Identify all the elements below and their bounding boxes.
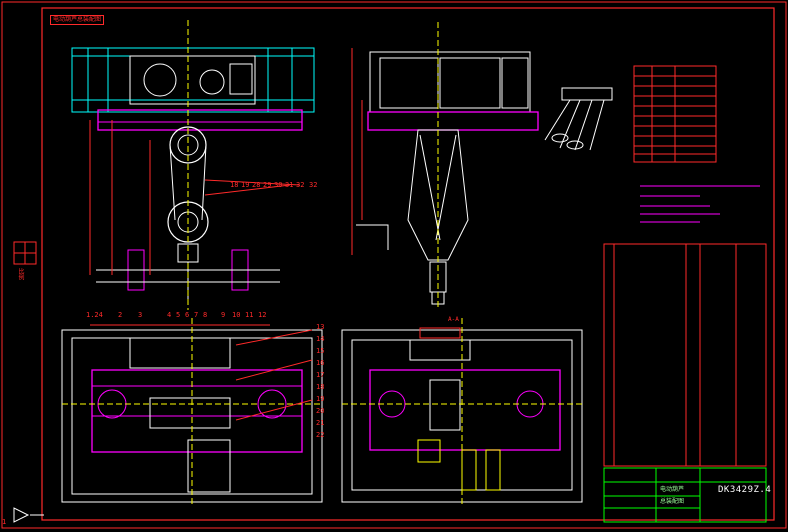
hook-detail-sketch[interactable] bbox=[544, 87, 613, 151]
callout-9: 9 bbox=[221, 311, 226, 319]
scale-side-label: 比例 bbox=[17, 268, 24, 280]
callout-18b: 18 bbox=[316, 383, 325, 391]
frame-callout-1: 1 bbox=[2, 518, 7, 526]
callout-14: 14 bbox=[316, 335, 325, 343]
callout-18: 18 bbox=[230, 181, 239, 189]
callout-32b: 32 bbox=[309, 181, 318, 189]
callout-16: 16 bbox=[316, 359, 325, 367]
callout-20: 20 bbox=[316, 407, 325, 415]
titleblock-name: 电动葫芦 bbox=[660, 486, 685, 493]
callout-13: 13 bbox=[316, 323, 325, 331]
callout-7: 7 bbox=[194, 311, 199, 319]
ucs-icon bbox=[13, 507, 44, 523]
callout-5: 5 bbox=[176, 311, 181, 319]
callout-31: 31 bbox=[285, 181, 294, 189]
drawing-title-tag: 电动葫芦总装配图 bbox=[50, 15, 105, 25]
callout-19: 19 bbox=[241, 181, 250, 189]
callout-28: 28 bbox=[252, 181, 261, 189]
callout-4: 4 bbox=[167, 311, 172, 319]
callout-10: 10 bbox=[232, 311, 241, 319]
titleblock-subname: 总装配图 bbox=[660, 498, 685, 505]
technical-notes bbox=[640, 185, 760, 223]
callout-1-24: 1.24 bbox=[86, 311, 103, 319]
callout-12: 12 bbox=[258, 311, 267, 319]
left-side-markers bbox=[13, 241, 37, 265]
callout-8: 8 bbox=[203, 311, 208, 319]
callout-30: 30 bbox=[274, 181, 283, 189]
spec-table bbox=[633, 65, 717, 163]
side-elevation-view[interactable] bbox=[351, 22, 539, 310]
parts-list-table bbox=[603, 243, 767, 467]
callout-21: 21 bbox=[316, 419, 325, 427]
callout-15: 15 bbox=[316, 347, 325, 355]
section-label: A-A bbox=[448, 316, 459, 323]
front-elevation-view[interactable] bbox=[71, 20, 315, 310]
callout-22: 22 bbox=[316, 431, 325, 439]
callout-3: 3 bbox=[138, 311, 143, 319]
callout-19b: 19 bbox=[316, 395, 325, 403]
plan-view-right[interactable] bbox=[341, 318, 583, 505]
drawing-number: DK3429Z.4 bbox=[718, 485, 772, 495]
inner-border bbox=[41, 7, 775, 521]
callout-2: 2 bbox=[118, 311, 123, 319]
callout-29: 29 bbox=[263, 181, 272, 189]
callout-6: 6 bbox=[185, 311, 190, 319]
callout-32a: 32 bbox=[296, 181, 305, 189]
plan-view-left[interactable] bbox=[61, 318, 323, 505]
title-block bbox=[603, 467, 767, 523]
callout-11: 11 bbox=[245, 311, 254, 319]
callout-17: 17 bbox=[316, 371, 325, 379]
